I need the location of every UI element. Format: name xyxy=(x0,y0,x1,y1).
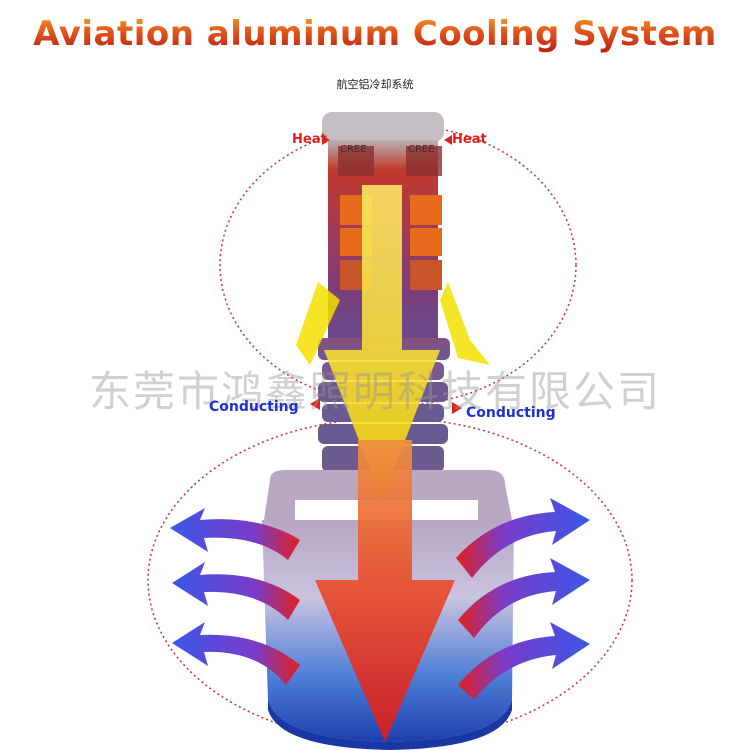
conducting-label-left: Conducting xyxy=(209,399,299,415)
yellow-arrow-left xyxy=(296,282,340,365)
heat-label-left: Heat xyxy=(292,132,327,147)
heat-pointer-right xyxy=(444,135,452,145)
heat-label-right: Heat xyxy=(452,132,487,147)
yellow-arrow-right xyxy=(440,282,490,365)
page-subtitle: 航空铝冷却系统 xyxy=(336,78,414,91)
yellow-arrow-main xyxy=(324,185,440,500)
chip-brand-right: CREE xyxy=(408,144,435,155)
heat-pointer-left xyxy=(322,135,330,145)
cooling-arrows-right xyxy=(456,498,590,700)
red-arrow-main xyxy=(315,440,455,742)
chip-brand-left: CREE xyxy=(340,144,367,155)
page-title: Aviation aluminum Cooling System xyxy=(0,14,750,54)
conducting-label-right: Conducting xyxy=(466,405,556,421)
conducting-pointer-left xyxy=(310,398,320,410)
cooling-arrows-left xyxy=(170,508,300,685)
conducting-pointer-right xyxy=(452,402,462,414)
